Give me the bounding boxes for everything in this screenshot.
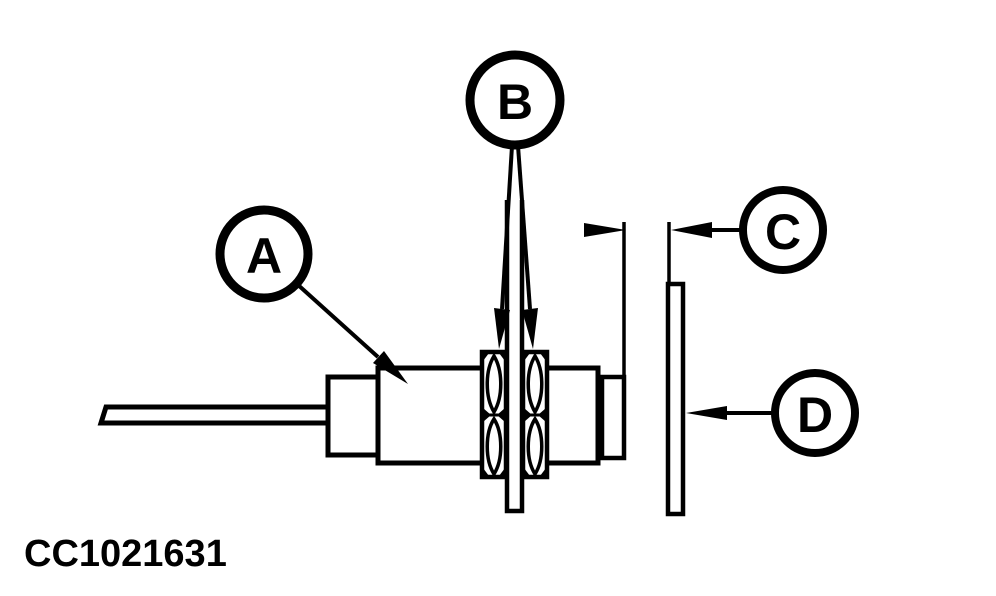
callout-label-b: B [497, 74, 533, 130]
sensor-tip [599, 374, 627, 461]
callout-a-arrowhead [373, 351, 408, 384]
nut-chamfer-wedge [499, 468, 505, 476]
tone-wheel-plate [665, 281, 686, 517]
nut-facet-lens [485, 415, 503, 478]
sensor-connector [325, 374, 381, 458]
mounting-bracket-plate [504, 200, 525, 514]
callout-a-leader-line [295, 282, 380, 359]
callout-b-leader-line-right [516, 145, 532, 310]
callout-b-arrowhead-right [522, 308, 538, 349]
nut-chamfer-wedge [540, 468, 546, 476]
callout-b-arrowhead-left [494, 308, 510, 349]
sensor-wire [97, 404, 333, 426]
callout-c-arrowhead [671, 222, 712, 238]
nut-chamfer-wedge [483, 468, 489, 476]
nut-chamfer-wedge [524, 408, 532, 422]
figure-code: CC1021631 [24, 533, 227, 575]
nut-facet-lens [526, 352, 544, 416]
nut-chamfer-wedge [524, 353, 530, 361]
callout-b-leader-line-left [500, 145, 514, 310]
nut-chamfer-wedge [540, 353, 546, 361]
callout-circle-a [215, 205, 313, 303]
gap-dimension-arrow-left [584, 223, 626, 237]
nut-chamfer-wedge [499, 353, 505, 361]
callout-circle-c [739, 186, 827, 274]
callout-label-a: A [246, 228, 282, 284]
nut-chamfer-wedge [483, 353, 489, 361]
callout-label-d: D [797, 387, 833, 443]
callout-circle-b [465, 50, 565, 150]
callout-circle-d [771, 369, 859, 457]
nut-chamfer-wedge [483, 408, 491, 422]
nut-chamfer-wedge [524, 468, 530, 476]
nut-facet-lens [526, 415, 544, 478]
nut-chamfer-wedge [497, 408, 505, 422]
nut-chamfer-wedge [538, 408, 546, 422]
callout-d-arrowhead [686, 406, 727, 420]
nut-facet-lens [485, 352, 503, 416]
callout-label-c: C [765, 204, 801, 260]
